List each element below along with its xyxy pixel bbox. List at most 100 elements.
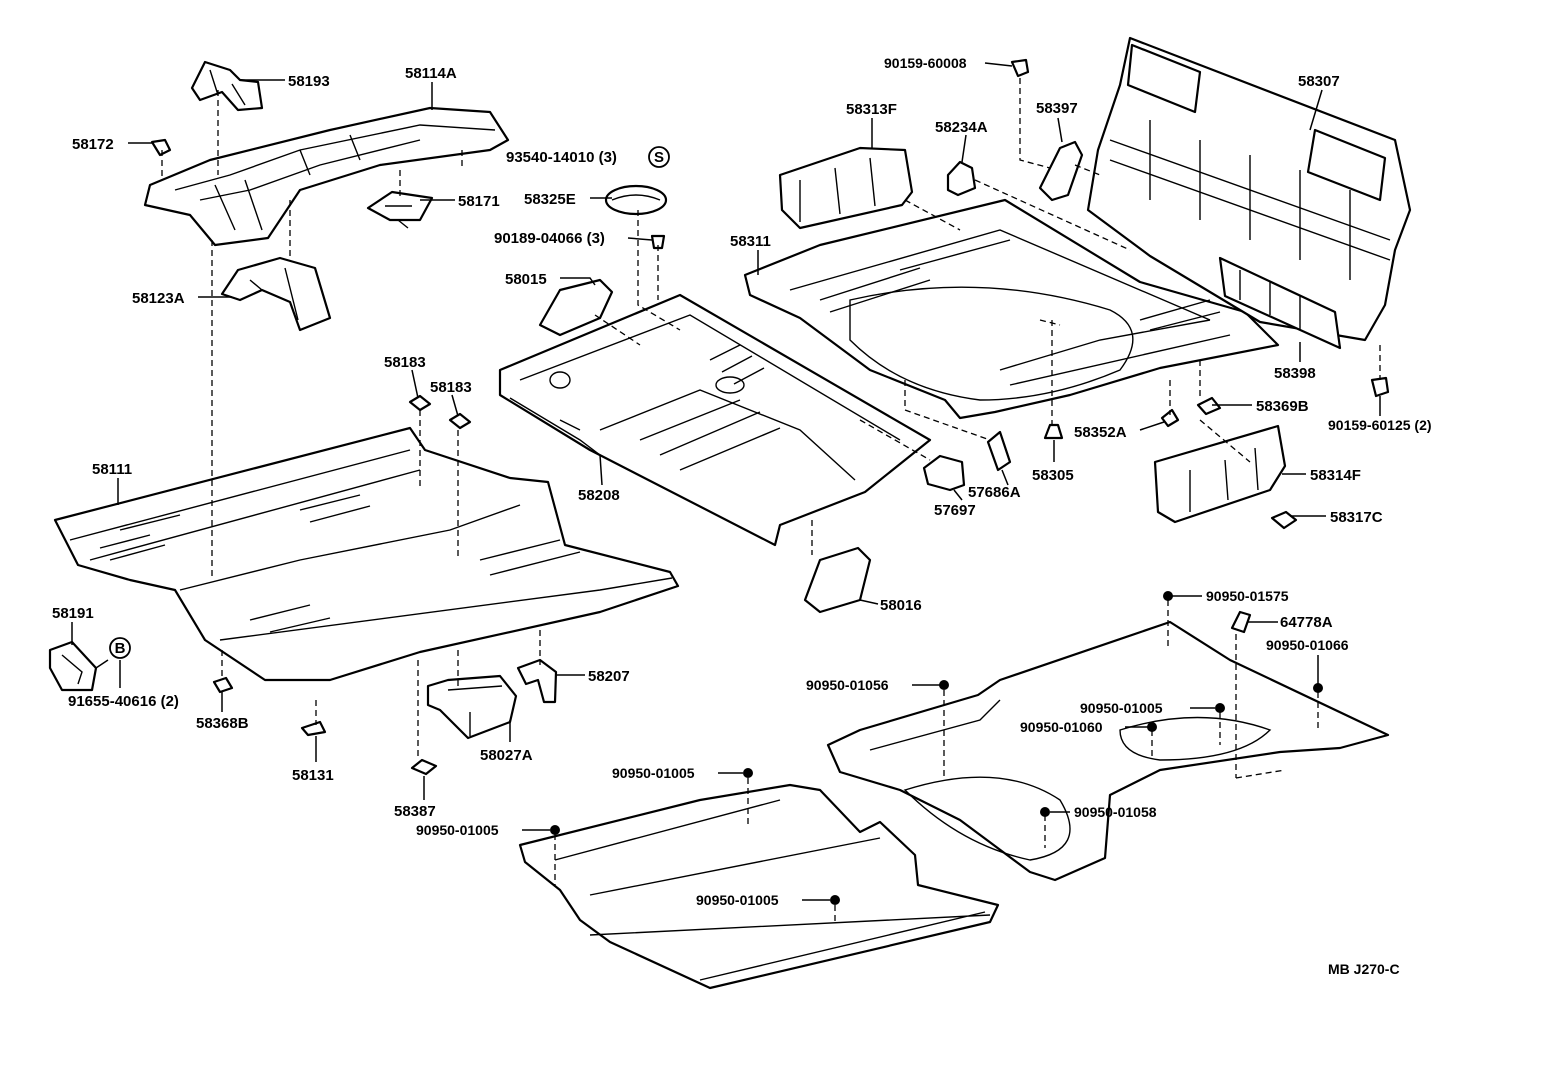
part-58111[interactable] xyxy=(53,426,680,682)
label-90950-01056[interactable]: 90950-01056 xyxy=(806,677,889,693)
part-57686A[interactable] xyxy=(986,430,1012,472)
label-90950-01005-b[interactable]: 90950-01005 xyxy=(612,765,695,781)
label-58307[interactable]: 58307 xyxy=(1298,73,1340,90)
label-58314F[interactable]: 58314F xyxy=(1310,467,1361,484)
mark-s: S xyxy=(654,149,664,166)
label-57686A[interactable]: 57686A xyxy=(968,484,1021,501)
part-silencer-front[interactable] xyxy=(518,783,1000,990)
clip-90950-01058[interactable] xyxy=(1040,807,1050,817)
label-58311[interactable]: 58311 xyxy=(730,233,771,250)
part-58123A[interactable] xyxy=(220,256,332,332)
label-58016[interactable]: 58016 xyxy=(880,597,922,614)
part-58131[interactable] xyxy=(300,720,327,737)
part-58207[interactable] xyxy=(516,658,558,704)
part-58397[interactable] xyxy=(1038,140,1084,202)
label-58183-a[interactable]: 58183 xyxy=(384,354,426,371)
clip-90950-01005-a[interactable] xyxy=(1215,703,1225,713)
part-93540-14010-circle-s: S xyxy=(648,146,670,168)
label-90189-04066[interactable]: 90189-04066 (3) xyxy=(494,230,605,247)
label-90950-01066[interactable]: 90950-01066 xyxy=(1266,637,1349,653)
label-58123A[interactable]: 58123A xyxy=(132,290,185,307)
part-91655-40616-circle-b: B xyxy=(109,637,131,659)
part-silencer-rear[interactable] xyxy=(826,620,1390,882)
label-58369B[interactable]: 58369B xyxy=(1256,398,1309,415)
clip-90950-01005-d[interactable] xyxy=(830,895,840,905)
part-58183-b[interactable] xyxy=(448,412,472,430)
label-90950-01005-d[interactable]: 90950-01005 xyxy=(696,892,779,908)
assembly-lines xyxy=(161,78,1381,925)
part-58183-a[interactable] xyxy=(408,394,432,412)
part-90189-04066[interactable] xyxy=(650,234,666,250)
label-58305[interactable]: 58305 xyxy=(1032,467,1074,484)
label-58313F[interactable]: 58313F xyxy=(846,101,897,118)
part-90159-60008[interactable] xyxy=(1010,58,1030,78)
label-58352A[interactable]: 58352A xyxy=(1074,424,1127,441)
leader-lines xyxy=(71,62,1381,901)
label-93540-14010[interactable]: 93540-14010 (3) xyxy=(506,149,617,166)
part-58313F[interactable] xyxy=(778,146,914,230)
label-90950-01575[interactable]: 90950-01575 xyxy=(1206,588,1289,604)
label-58131[interactable]: 58131 xyxy=(292,767,334,784)
part-58311[interactable] xyxy=(743,198,1280,420)
clip-64778A[interactable] xyxy=(1230,610,1252,634)
clip-90950-01056[interactable] xyxy=(939,680,949,690)
label-58193[interactable]: 58193 xyxy=(288,73,330,90)
label-58207[interactable]: 58207 xyxy=(588,668,630,685)
part-58317C[interactable] xyxy=(1270,510,1298,530)
label-58191[interactable]: 58191 xyxy=(52,605,94,622)
part-58325E[interactable] xyxy=(604,184,668,216)
mark-b: B xyxy=(115,640,126,657)
part-90159-60125[interactable] xyxy=(1370,376,1390,398)
label-58398[interactable]: 58398 xyxy=(1274,365,1316,382)
part-58234A[interactable] xyxy=(946,160,977,197)
label-64778A[interactable]: 64778A xyxy=(1280,614,1333,631)
label-90950-01005-c[interactable]: 90950-01005 xyxy=(416,822,499,838)
part-58027A[interactable] xyxy=(426,674,518,740)
label-58234A[interactable]: 58234A xyxy=(935,119,988,136)
part-58305[interactable] xyxy=(1043,423,1064,440)
label-91655-40616[interactable]: 91655-40616 (2) xyxy=(68,693,179,710)
clip-90950-01005-b[interactable] xyxy=(743,768,753,778)
label-58397[interactable]: 58397 xyxy=(1036,100,1078,117)
part-58114A[interactable] xyxy=(143,106,510,247)
label-58325E[interactable]: 58325E xyxy=(524,191,576,208)
label-90159-60125[interactable]: 90159-60125 (2) xyxy=(1328,417,1432,433)
part-58314F[interactable] xyxy=(1153,424,1287,524)
part-58171[interactable] xyxy=(366,190,434,229)
label-57697[interactable]: 57697 xyxy=(934,502,976,519)
diagram-code: MB J270-C xyxy=(1328,961,1400,977)
label-58208[interactable]: 58208 xyxy=(578,487,620,504)
label-58114A[interactable]: 58114A xyxy=(405,65,457,82)
label-58317C[interactable]: 58317C xyxy=(1330,509,1383,526)
part-58398[interactable] xyxy=(1218,256,1342,350)
label-58387[interactable]: 58387 xyxy=(394,803,436,820)
part-labels: 58193 58114A 58172 93540-14010 (3) 58171… xyxy=(52,55,1432,977)
label-58015[interactable]: 58015 xyxy=(505,271,547,288)
label-90950-01060[interactable]: 90950-01060 xyxy=(1020,719,1103,735)
part-58387[interactable] xyxy=(410,758,438,776)
label-58172[interactable]: 58172 xyxy=(72,136,114,153)
part-58352A-clip[interactable] xyxy=(1160,408,1180,428)
label-90159-60008[interactable]: 90159-60008 xyxy=(884,55,967,71)
label-58027A[interactable]: 58027A xyxy=(480,747,533,764)
part-58208[interactable] xyxy=(498,293,932,547)
part-58016[interactable] xyxy=(803,546,872,614)
part-58369B[interactable] xyxy=(1196,396,1222,416)
label-58111[interactable]: 58111 xyxy=(92,461,132,478)
clip-90950-01066[interactable] xyxy=(1313,683,1323,693)
label-90950-01058[interactable]: 90950-01058 xyxy=(1074,804,1157,820)
part-58368B[interactable] xyxy=(212,676,234,694)
clip-90950-01575[interactable] xyxy=(1163,591,1173,601)
part-58191[interactable] xyxy=(48,640,98,692)
clip-90950-01060[interactable] xyxy=(1147,722,1157,732)
label-58183-b[interactable]: 58183 xyxy=(430,379,472,396)
part-57697[interactable] xyxy=(922,454,966,492)
label-58171[interactable]: 58171 xyxy=(458,193,500,210)
part-58015[interactable] xyxy=(538,278,614,337)
part-58172[interactable] xyxy=(150,138,172,157)
label-58368B[interactable]: 58368B xyxy=(196,715,249,732)
label-90950-01005-a[interactable]: 90950-01005 xyxy=(1080,700,1163,716)
part-58193[interactable] xyxy=(190,60,264,112)
clip-90950-01005-c[interactable] xyxy=(550,825,560,835)
